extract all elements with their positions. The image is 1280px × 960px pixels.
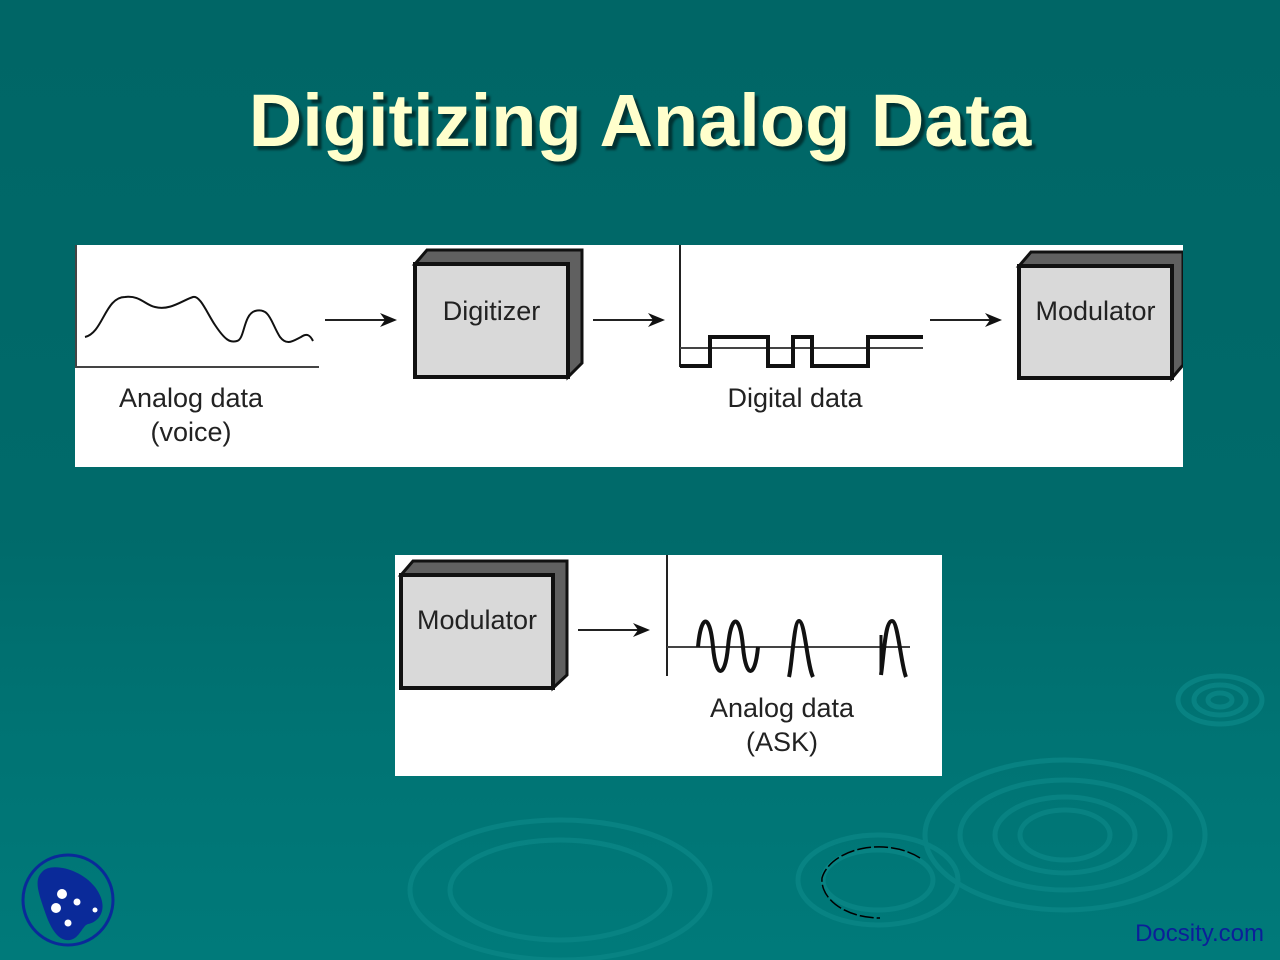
docsity-watermark: Docsity.com (1135, 920, 1264, 947)
arrow-icon (325, 313, 397, 327)
analog-data-label-line1: Analog data (118, 383, 264, 413)
modulator-box (1015, 250, 1183, 383)
modulator-box (397, 559, 569, 692)
analog-voice-waveform (75, 245, 319, 368)
analog-data-label-line2: (voice) (150, 417, 232, 447)
ask-waveform (666, 555, 910, 678)
ask-analog-data-label: Analog data (ASK) (702, 691, 862, 759)
digital-waveform (679, 245, 923, 368)
arrow-icon (930, 313, 1002, 327)
analog-data-label: Analog data (voice) (111, 381, 271, 449)
bottom-diagram-panel: Modulator Analog data (ASK) (395, 555, 942, 776)
top-diagram-panel: Analog data (voice) Digitizer Digital da… (75, 245, 1183, 467)
digitizer-label: Digitizer (442, 296, 541, 326)
modulator-label: Modulator (416, 605, 538, 635)
digital-data-label: Digital data (727, 383, 863, 413)
ask-label-line1: Analog data (709, 693, 855, 723)
modulator-label: Modulator (1035, 296, 1156, 326)
digitizer-box (411, 248, 584, 381)
arrow-icon (578, 623, 650, 637)
ask-label-line2: (ASK) (745, 727, 818, 757)
arrow-icon (593, 313, 665, 327)
docsity-logo-icon (21, 853, 115, 947)
slide-title: Digitizing Analog Data (248, 79, 1032, 162)
